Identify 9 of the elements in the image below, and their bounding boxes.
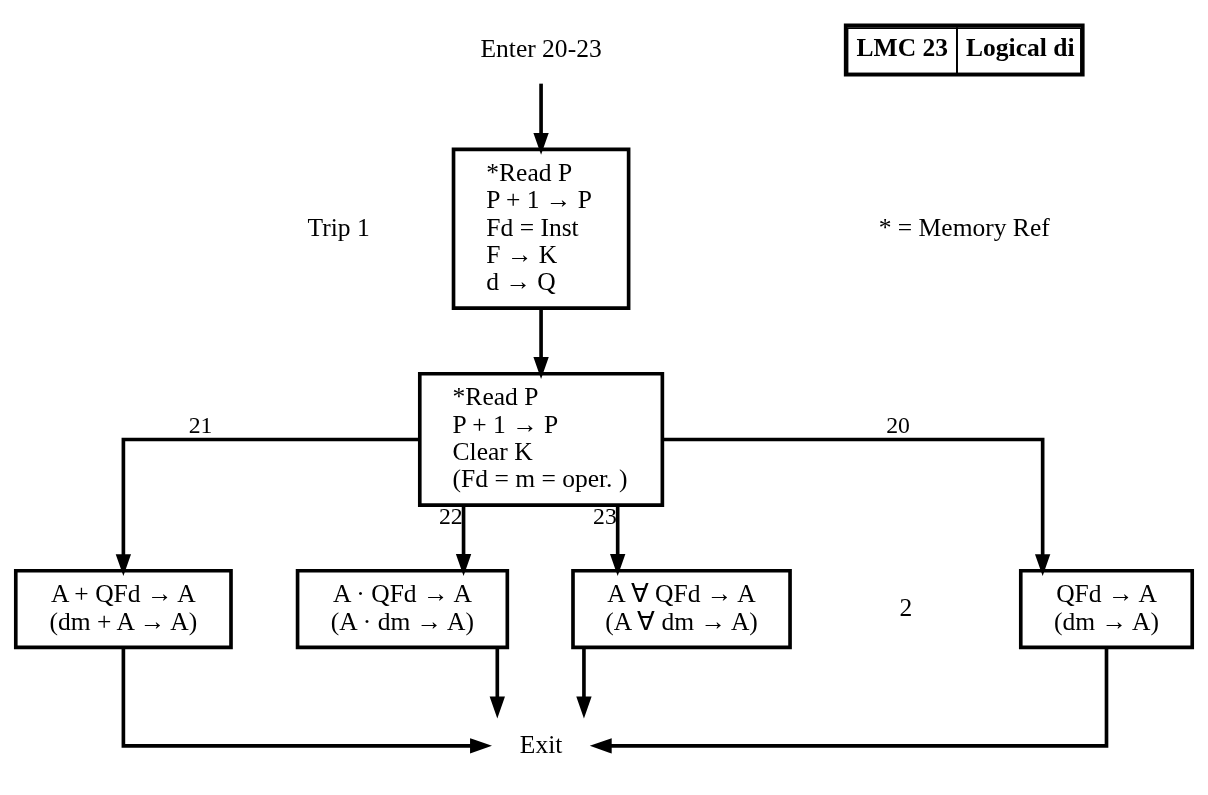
label: 2 [899, 592, 913, 622]
node-text: Exit [519, 729, 563, 759]
label: Logical di [966, 32, 1075, 62]
node-text: Enter 20-23 [480, 33, 602, 63]
edge-label: 21 [188, 411, 213, 438]
edge-label: 20 [886, 411, 910, 438]
label: * = Memory Ref [878, 212, 1050, 242]
node-label: Trip 1 [307, 212, 370, 242]
label: LMC 23 [856, 32, 949, 62]
